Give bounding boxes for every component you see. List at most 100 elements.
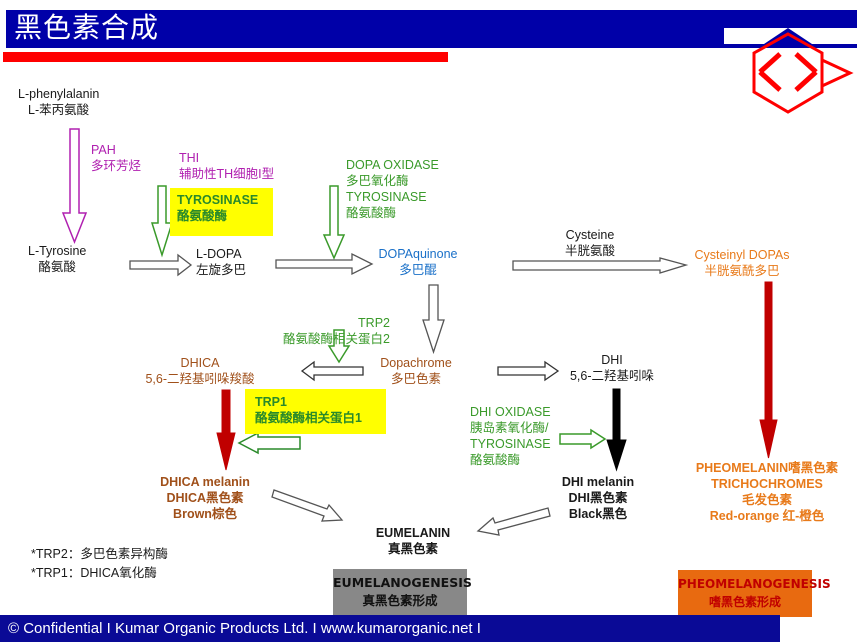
node-dopaquinone-en: DOPAquinone: [378, 247, 458, 261]
enzyme-dopa-oxidase-l2: 多巴氧化酶: [346, 174, 409, 188]
enzyme-dopa-oxidase-l4: 酪氨酸酶: [346, 206, 397, 220]
node-dopaquinone: DOPAquinone 多巴醌: [379, 246, 458, 278]
node-dhica-melanin-l3: Brown棕色: [173, 507, 237, 521]
node-ldopa: L-DOPA 左旋多巴: [196, 246, 246, 278]
node-cysteine-en: Cysteine: [565, 228, 615, 242]
enzyme-pah-en: PAH: [91, 143, 116, 157]
footer-text: © Confidential I Kumar Organic Products …: [8, 620, 481, 637]
node-dhi-zh: 5,6-二羟基吲哚: [569, 369, 655, 383]
enzyme-dhi-oxidase: DHI OXIDASE 胰岛素氧化酶/ TYROSINASE 酪氨酸酶: [470, 404, 551, 468]
arrow-dhi-eumelanin: [476, 507, 551, 536]
page-title: 黑色素合成: [14, 11, 160, 44]
node-pheomelanin-l3: 毛发色素: [741, 493, 792, 507]
node-dhica-melanin-l1: DHICA melanin: [160, 475, 250, 489]
enzyme-pah-zh: 多环芳烃: [91, 159, 142, 173]
enzyme-pah: PAH 多环芳烃: [91, 142, 141, 174]
enzyme-thi-zh: 辅助性TH细胞I型: [179, 167, 275, 181]
eumelanogenesis-en: EUMELANOGENESIS: [333, 575, 472, 590]
enzyme-dhi-oxidase-l1: DHI OXIDASE: [470, 405, 551, 419]
node-tyrosine-zh: 酪氨酸: [38, 260, 76, 274]
pheomelanogenesis-box: PHEOMELANOGENESIS 嗜黑色素形成: [678, 570, 831, 617]
node-pheomelanin-l1: PHEOMELANIN嗜黑色素: [695, 461, 839, 475]
node-dhica-melanin: DHICA melanin DHICA黑色素 Brown棕色: [160, 474, 250, 522]
node-pheomelanin-l4: Red-orange 红-橙色: [709, 509, 825, 523]
footnotes: *TRP2：多巴色素异构酶 *TRP1：DHICA氧化酶: [31, 545, 168, 583]
node-ldopa-en: L-DOPA: [196, 247, 242, 261]
node-dhi-en: DHI: [601, 353, 623, 367]
enzyme-trp2-zh: 酪氨酸酶相关蛋白2: [283, 332, 390, 346]
node-eumelanin: EUMELANIN 真黑色素: [376, 525, 450, 557]
node-dopachrome-zh: 多巴色素: [390, 372, 442, 386]
node-eumelanin-zh: 真黑色素: [387, 542, 438, 556]
node-ldopa-zh: 左旋多巴: [196, 263, 247, 277]
node-tyrosine: L-Tyrosine 酪氨酸: [28, 243, 86, 275]
node-dhica-melanin-l2: DHICA黑色素: [166, 491, 244, 505]
node-cysteine-zh: 半胱氨酸: [564, 244, 616, 258]
arrow-trp2: [327, 329, 351, 364]
enzyme-dhi-oxidase-l2: 胰岛素氧化酶/: [470, 421, 549, 435]
arrow-trp1: [237, 431, 301, 455]
arrow-dopaquinone-dopachrome: [422, 284, 445, 355]
node-cysteinyl-dopas: Cysteinyl DOPAs 半胱氨酰多巴: [695, 247, 790, 279]
enzyme-dhi-oxidase-l3: TYROSINASE: [470, 437, 551, 451]
node-dhi-melanin-l2: DHI黑色素: [568, 491, 628, 505]
node-tyrosine-en: L-Tyrosine: [28, 244, 87, 258]
node-phenylalanin-zh: L-苯丙氨酸: [28, 103, 90, 117]
node-dopachrome: Dopachrome 多巴色素: [380, 355, 452, 387]
enzyme-tyrosinase-en: TYROSINASE: [177, 193, 259, 207]
pheomelanogenesis-en: PHEOMELANOGENESIS: [678, 577, 831, 591]
arrow-dhica-melanin: [216, 389, 236, 471]
enzyme-trp1-en: TRP1: [255, 395, 287, 409]
arrow-dhi-oxidase: [559, 428, 607, 450]
node-dhi-melanin-l1: DHI melanin: [561, 475, 635, 489]
enzyme-dopa-oxidase-l3: TYROSINASE: [346, 190, 427, 204]
footnote-trp2: *TRP2：多巴色素异构酶: [31, 547, 168, 561]
node-cysteinyl-en: Cysteinyl DOPAs: [694, 248, 790, 262]
node-dhi-melanin-l3: Black黑色: [568, 507, 628, 521]
node-dhica-en: DHICA: [180, 356, 220, 370]
arrow-tyrosine-ldopa: [129, 253, 193, 277]
node-phenylalanin: L-phenylalanin L-苯丙氨酸: [18, 86, 99, 118]
enzyme-thi-en: THI: [179, 151, 200, 165]
arrow-dopachrome-dhica: [300, 360, 364, 382]
node-dhi: DHI 5,6-二羟基吲哚: [570, 352, 654, 384]
enzyme-dopa-oxidase: DOPA OXIDASE 多巴氧化酶 TYROSINASE 酪氨酸酶: [346, 157, 439, 221]
node-dhica: DHICA 5,6-二羟基吲哚羧酸: [145, 355, 254, 387]
enzyme-trp2: TRP2 酪氨酸酶相关蛋白2: [268, 315, 390, 347]
enzyme-thi: THI 辅助性TH细胞I型: [179, 150, 274, 182]
eumelanogenesis-zh: 真黑色素形成: [362, 593, 438, 608]
node-dhi-melanin: DHI melanin DHI黑色素 Black黑色: [562, 474, 634, 522]
enzyme-trp1-zh: 酪氨酸酶相关蛋白1: [255, 411, 362, 425]
arrow-dopachrome-dhi: [497, 360, 560, 382]
enzyme-trp1-highlight: TRP1 酪氨酸酶相关蛋白1: [245, 389, 386, 434]
pheomelanogenesis-zh: 嗜黑色素形成: [708, 595, 781, 609]
node-cysteine: Cysteine 半胱氨酸: [565, 227, 615, 259]
node-phenylalanin-en: L-phenylalanin: [18, 87, 100, 101]
enzyme-tyrosinase-zh: 酪氨酸酶: [177, 209, 228, 223]
node-dopaquinone-zh: 多巴醌: [399, 263, 437, 277]
node-eumelanin-en: EUMELANIN: [375, 526, 451, 540]
node-cysteinyl-zh: 半胱氨酰多巴: [704, 264, 780, 278]
arrow-tyrosinase: [150, 185, 174, 258]
enzyme-trp2-en: TRP2: [358, 316, 390, 330]
kumar-logo-icon: [724, 28, 857, 114]
arrow-ldopa-dopaquinone: [275, 252, 374, 276]
title-bar: [6, 10, 857, 48]
arrow-dopa-oxidase: [322, 185, 346, 260]
arrow-dhi-melanin: [606, 388, 627, 472]
node-pheomelanin-l2: TRICHOCHROMES: [711, 477, 823, 491]
enzyme-tyrosinase-highlight: TYROSINASE 酪氨酸酶: [170, 188, 273, 236]
node-dhica-zh: 5,6-二羟基吲哚羧酸: [145, 372, 255, 386]
enzyme-dhi-oxidase-l4: 酪氨酸酶: [470, 453, 521, 467]
node-pheomelanin: PHEOMELANIN嗜黑色素 TRICHOCHROMES 毛发色素 Red-o…: [696, 460, 838, 524]
arrow-cysteinyl-pheomelanin: [759, 281, 778, 459]
arrow-pah: [61, 128, 88, 245]
footnote-trp1: *TRP1：DHICA氧化酶: [31, 566, 157, 580]
arrow-dhica-eumelanin: [271, 489, 344, 522]
eumelanogenesis-box: EUMELANOGENESIS 真黑色素形成: [333, 569, 472, 615]
arrow-dopaquinone-cysteinyl: [512, 257, 689, 274]
footer-bar: © Confidential I Kumar Organic Products …: [0, 615, 780, 642]
node-dopachrome-en: Dopachrome: [380, 356, 452, 370]
title-underline: [3, 52, 448, 62]
